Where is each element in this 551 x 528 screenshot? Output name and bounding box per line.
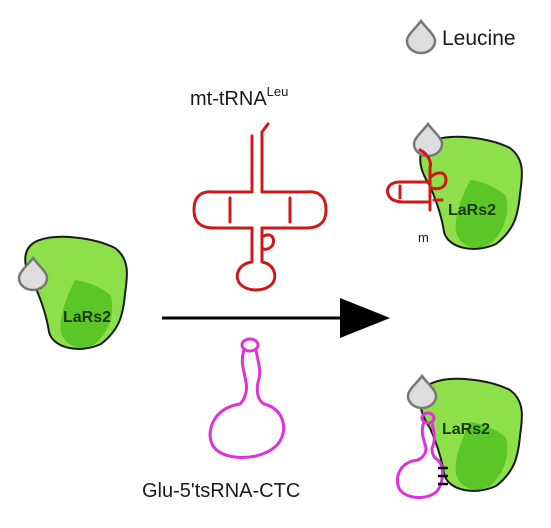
larS2-trna-complex: LaRs2 m bbox=[386, 122, 523, 250]
bound-tsrna bbox=[395, 411, 444, 499]
mt-trna-label-sup: Leu bbox=[267, 84, 289, 99]
tsrna-label: Glu-5'tsRNA-CTC bbox=[142, 480, 300, 502]
leucine-drop-icon bbox=[412, 122, 444, 158]
legend: Leucine bbox=[405, 19, 516, 55]
mt-trna-label-base: mt-tRNA bbox=[190, 88, 267, 110]
mt-trna-structure bbox=[192, 122, 328, 292]
legend-label: Leucine bbox=[442, 27, 516, 50]
bound-trna-partial-label: m bbox=[418, 230, 429, 245]
leucine-drop-icon bbox=[405, 19, 437, 55]
larS2-tsrna-complex: LaRs2 bbox=[395, 374, 523, 499]
interaction-marks bbox=[438, 466, 448, 486]
enzyme-label: LaRs2 bbox=[63, 309, 111, 326]
bound-mt-trna bbox=[386, 148, 448, 212]
enzyme-label: LaRs2 bbox=[448, 202, 496, 219]
mt-trna-label: mt-tRNALeu bbox=[190, 84, 288, 110]
enzyme-label: LaRs2 bbox=[442, 421, 490, 438]
tsrna-structure bbox=[208, 337, 286, 459]
larS2-enzyme-free: LaRs2 bbox=[17, 235, 128, 350]
reaction-arrow bbox=[162, 298, 390, 338]
leucine-drop-icon bbox=[406, 374, 438, 410]
